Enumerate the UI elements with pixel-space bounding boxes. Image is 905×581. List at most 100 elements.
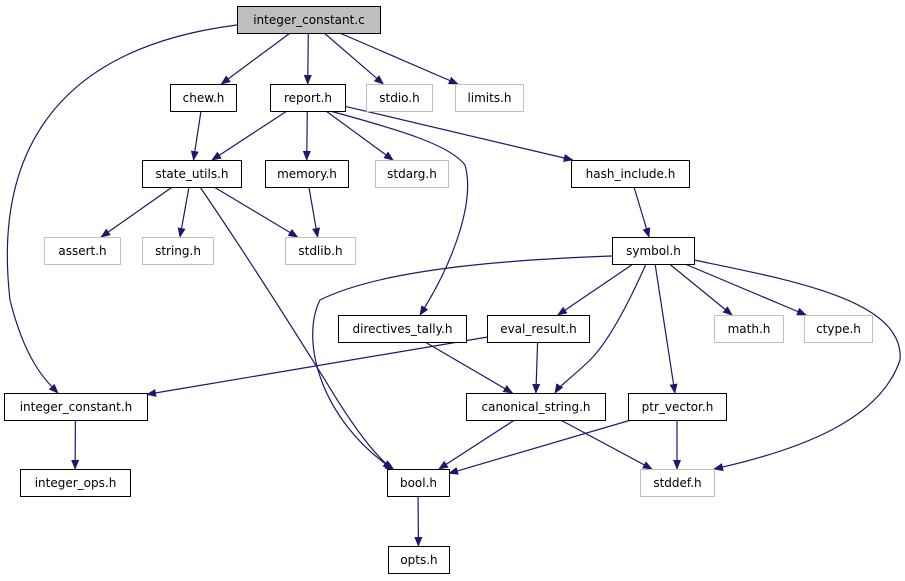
edge-hash-include-h-to-symbol-h (633, 186, 651, 238)
node-label: assert.h (58, 244, 106, 258)
node-label: integer_constant.c (253, 13, 365, 27)
node-box (4, 393, 148, 421)
node-box (388, 546, 450, 574)
edge-directives-tally-h-to-canonical-string-h (424, 341, 514, 394)
nodes-layer: integer_constant.c chew.h report.h stdio.h l… (4, 6, 873, 574)
node-label: eval_result.h (500, 322, 577, 336)
node-label: ptr_vector.h (642, 400, 714, 414)
node-ctype-h[interactable]: ctype.h (804, 315, 873, 343)
node-box (714, 315, 784, 343)
edge-ptr-vector-h-to-bool-h (448, 419, 632, 475)
node-label: math.h (728, 322, 771, 336)
node-label: symbol.h (626, 244, 681, 258)
node-box (612, 237, 695, 265)
node-state-utils-h[interactable]: state_utils.h (142, 160, 242, 188)
edge-report-h-to-hash-include-h (344, 105, 574, 162)
node-box (366, 84, 433, 112)
node-label: stddef.h (653, 476, 701, 490)
node-label: report.h (284, 91, 332, 105)
node-directives-tally-h[interactable]: directives_tally.h (338, 315, 467, 343)
node-box (142, 237, 214, 265)
node-box (20, 469, 131, 497)
node-box (270, 84, 346, 112)
node-label: canonical_string.h (482, 400, 591, 414)
node-box (285, 237, 356, 265)
edge-state-utils-h-to-stdlib-h (213, 186, 299, 238)
edge-symbol-h-to-ctype-h (684, 263, 807, 316)
edge-report-h-to-directives-tally-h (329, 110, 469, 316)
node-stdlib-h[interactable]: stdlib.h (285, 237, 356, 265)
node-label: opts.h (400, 553, 437, 567)
node-box (170, 84, 237, 112)
node-box (338, 315, 467, 343)
edge-integer-constant-c-to-integer-constant-h (6, 24, 238, 394)
node-stdio-h[interactable]: stdio.h (366, 84, 433, 112)
node-label: stdio.h (379, 91, 419, 105)
node-box (387, 469, 450, 497)
node-label: chew.h (183, 91, 225, 105)
node-label: memory.h (277, 167, 337, 181)
node-integer-ops-h[interactable]: integer_ops.h (20, 469, 131, 497)
node-box (455, 84, 524, 112)
node-opts-h[interactable]: opts.h (388, 546, 450, 574)
edges-layer (6, 24, 901, 547)
edge-symbol-h-to-bool-h (312, 255, 613, 471)
node-box (804, 315, 873, 343)
node-ptr-vector-h[interactable]: ptr_vector.h (628, 393, 727, 421)
node-memory-h[interactable]: memory.h (265, 160, 349, 188)
node-box (640, 469, 715, 497)
node-box (571, 160, 690, 188)
edge-eval-result-h-to-canonical-string-h (532, 341, 541, 394)
node-box (265, 160, 349, 188)
edge-integer-constant-c-to-stdio-h (323, 32, 385, 85)
node-limits-h[interactable]: limits.h (455, 84, 524, 112)
node-label: hash_include.h (586, 167, 676, 181)
node-box (44, 237, 121, 265)
node-box (237, 6, 381, 34)
node-math-h[interactable]: math.h (714, 315, 784, 343)
node-canonical-string-h[interactable]: canonical_string.h (466, 393, 606, 421)
node-label: limits.h (467, 91, 511, 105)
node-label: directives_tally.h (353, 322, 453, 336)
edge-integer-constant-c-to-report-h (303, 32, 312, 85)
edge-canonical-string-h-to-stddef-h (560, 419, 653, 470)
edge-memory-h-to-stdlib-h (308, 186, 320, 238)
node-box (487, 315, 590, 343)
node-label: stdarg.h (387, 167, 437, 181)
node-string-h[interactable]: string.h (142, 237, 214, 265)
edge-report-h-to-memory-h (302, 110, 311, 161)
node-label: integer_ops.h (35, 476, 117, 490)
node-integer-constant-h[interactable]: integer_constant.h (4, 393, 148, 421)
node-label: stdlib.h (298, 244, 342, 258)
edge-symbol-h-to-ptr-vector-h (654, 263, 678, 394)
node-eval-result-h[interactable]: eval_result.h (487, 315, 590, 343)
node-symbol-h[interactable]: symbol.h (612, 237, 695, 265)
edge-report-h-to-state-utils-h (211, 110, 288, 161)
node-box (466, 393, 606, 421)
edge-canonical-string-h-to-bool-h (438, 419, 515, 470)
edge-chew-h-to-state-utils-h (190, 110, 202, 161)
edge-symbol-h-to-eval-result-h (557, 263, 634, 316)
edge-report-h-to-stdarg-h (325, 110, 394, 161)
edge-integer-constant-c-to-limits-h (339, 32, 459, 85)
node-report-h[interactable]: report.h (270, 84, 346, 112)
node-stddef-h[interactable]: stddef.h (640, 469, 715, 497)
node-label: ctype.h (816, 322, 861, 336)
node-label: bool.h (400, 476, 437, 490)
node-chew-h[interactable]: chew.h (170, 84, 237, 112)
edge-state-utils-h-to-assert-h (100, 186, 173, 238)
node-box (142, 160, 242, 188)
edge-integer-constant-c-to-chew-h (220, 32, 291, 85)
node-label: state_utils.h (155, 167, 228, 181)
node-hash-include-h[interactable]: hash_include.h (571, 160, 690, 188)
node-stdarg-h[interactable]: stdarg.h (375, 160, 449, 188)
edge-state-utils-h-to-string-h (177, 186, 190, 238)
node-label: integer_constant.h (20, 400, 133, 414)
node-label: string.h (155, 244, 201, 258)
node-assert-h[interactable]: assert.h (44, 237, 121, 265)
edge-eval-result-h-to-integer-constant-h (146, 336, 488, 397)
node-bool-h[interactable]: bool.h (387, 469, 450, 497)
node-integer-constant-c[interactable]: integer_constant.c (237, 6, 381, 34)
edge-symbol-h-to-math-h (669, 263, 733, 316)
